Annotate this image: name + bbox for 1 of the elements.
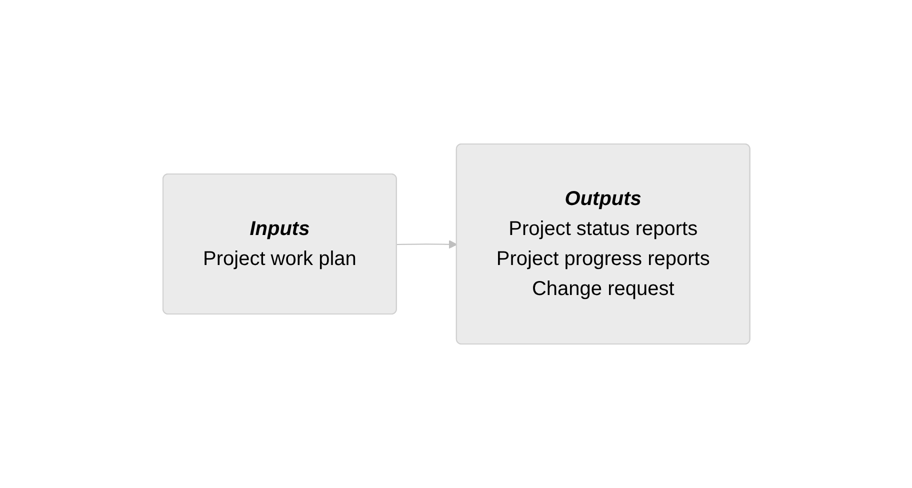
arrow <box>396 240 457 249</box>
